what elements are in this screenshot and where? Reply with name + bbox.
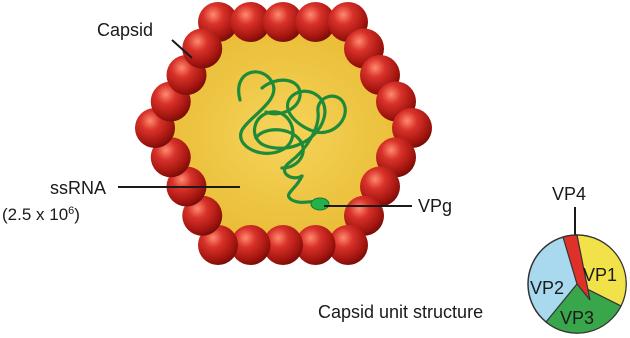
vp2-label: VP2 — [530, 278, 564, 298]
ssrna-size-label: (2.5 x 106) — [2, 205, 80, 224]
capsomere-sphere — [182, 29, 222, 69]
ssrna-label: ssRNA — [50, 178, 106, 198]
vpg-protein — [311, 198, 329, 210]
ssrna-size-close: ) — [74, 205, 80, 224]
capsid-unit-structure-label: Capsid unit structure — [318, 302, 483, 322]
ssrna-size-base: (2.5 x 10 — [2, 205, 68, 224]
vp1-label: VP1 — [583, 265, 617, 285]
capsid-label: Capsid — [97, 20, 153, 40]
capsid-unit-pie: VP1 VP2 VP3 — [528, 235, 626, 333]
vp3-label: VP3 — [560, 308, 594, 328]
vpg-label: VPg — [418, 196, 452, 216]
vp4-label: VP4 — [552, 184, 586, 204]
